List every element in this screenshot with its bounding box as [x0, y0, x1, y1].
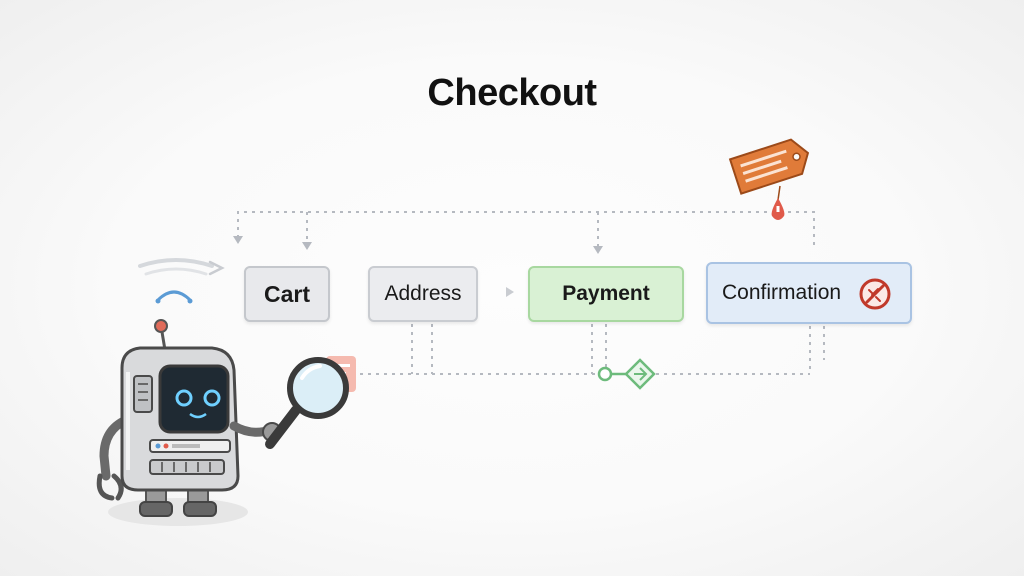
prohibited-icon — [859, 278, 891, 310]
top-feedback-line — [237, 211, 815, 248]
step-arrow — [506, 287, 514, 297]
step-label: Cart — [263, 280, 310, 307]
step-payment[interactable]: Payment — [528, 266, 684, 322]
warning-drop-icon — [771, 198, 785, 220]
step-cart[interactable]: Cart — [244, 266, 330, 322]
price-tag-icon — [728, 138, 810, 195]
step-label: Confirmation — [722, 281, 842, 304]
top-feedback-arrows — [233, 236, 603, 254]
link-connector-icon — [597, 358, 656, 390]
robot-with-magnifier-icon — [96, 319, 349, 526]
signal-icon — [138, 258, 225, 304]
step-label: Payment — [562, 282, 650, 305]
step-label: Address — [384, 282, 462, 305]
tag-string — [777, 185, 781, 201]
diagram-title: Checkout — [427, 72, 597, 114]
step-address[interactable]: Address — [368, 266, 478, 322]
step-confirmation[interactable]: Confirmation — [706, 262, 912, 324]
bottom-flow-line — [360, 324, 825, 375]
